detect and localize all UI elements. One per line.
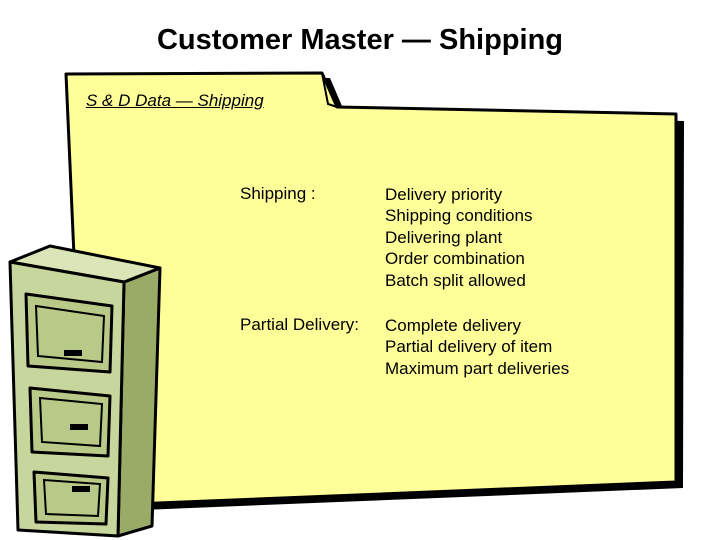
- list-item: Shipping conditions: [385, 206, 533, 226]
- cabinet-drawer: [32, 470, 110, 526]
- list-item: Delivery priority: [385, 185, 503, 204]
- folder-tab-label: S & D Data — Shipping: [86, 91, 264, 110]
- list-item: Partial delivery of item: [385, 337, 553, 357]
- list-item: Delivering plant: [385, 227, 503, 247]
- filing-cabinet-icon: [8, 244, 162, 538]
- partial-delivery-values: Complete delivery Partial delivery of it…: [385, 315, 625, 379]
- list-item: Maximum part deliveries: [385, 358, 570, 378]
- cabinet-drawer: [28, 386, 112, 458]
- partial-delivery-label: Partial Delivery:: [240, 315, 360, 334]
- shipping-label: Shipping :: [240, 184, 316, 203]
- list-item: Complete delivery: [385, 316, 522, 335]
- list-item: Order combination: [385, 249, 525, 269]
- shipping-values: Delivery priority Shipping conditions De…: [385, 184, 625, 291]
- slide-title: Customer Master — Shipping: [156, 24, 564, 56]
- list-item: Batch split allowed: [385, 270, 526, 290]
